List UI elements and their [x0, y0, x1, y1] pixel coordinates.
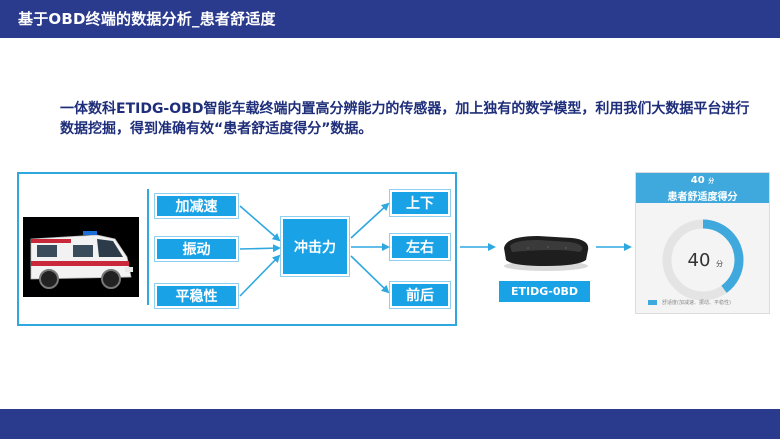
- device-label: ETIDG-0BD: [499, 281, 590, 302]
- gauge-legend: 舒适度(加减速、振动、平稳性): [648, 299, 731, 306]
- header-score-unit: 分: [708, 178, 715, 185]
- gauge-fill-arc: [662, 219, 744, 301]
- score-card-header: 40 分 患者舒适度得分: [636, 173, 769, 203]
- comfort-score-card: 40 分 患者舒适度得分 40 分 舒适度(加减速、振动、平稳性): [635, 172, 770, 314]
- arrow-impact-to-vertical: [350, 202, 390, 239]
- legend-text: 舒适度(加减速、振动、平稳性): [662, 300, 731, 306]
- header-score: 40 分: [636, 175, 769, 186]
- gauge-score-value: 40: [688, 250, 711, 271]
- gauge-score-unit: 分: [716, 259, 723, 268]
- score-card-title: 患者舒适度得分: [667, 192, 738, 203]
- output-lateral: 左右: [390, 234, 450, 260]
- output-vertical: 上下: [390, 190, 450, 216]
- input-stability: 平稳性: [155, 284, 238, 308]
- arrow-stability-to-impact: [239, 254, 281, 297]
- impact-force-box: 冲击力: [281, 217, 349, 276]
- header-score-value: 40: [690, 175, 705, 186]
- input-bracket: [147, 189, 157, 305]
- arrow-acceleration-to-impact: [239, 205, 281, 242]
- legend-swatch: [648, 300, 657, 305]
- intro-paragraph: 一体数科ETIDG-OBD智能车载终端内置高分辨能力的传感器，加上独有的数学模型…: [60, 101, 750, 137]
- footer-bar: [0, 409, 780, 439]
- arrow-vibration-to-impact: [239, 244, 281, 253]
- input-acceleration: 加减速: [155, 194, 238, 218]
- header-bar: 基于OBD终端的数据分析_患者舒适度: [0, 0, 780, 38]
- process-frame: [17, 172, 457, 326]
- output-longitudinal: 前后: [390, 282, 450, 308]
- page-title: 基于OBD终端的数据分析_患者舒适度: [18, 10, 276, 28]
- ambulance-image: [23, 217, 139, 297]
- input-vibration: 振动: [155, 237, 238, 261]
- score-gauge: 40 分: [662, 219, 744, 301]
- obd-device-image: [504, 236, 589, 271]
- arrow-impact-to-longitudinal: [350, 255, 390, 294]
